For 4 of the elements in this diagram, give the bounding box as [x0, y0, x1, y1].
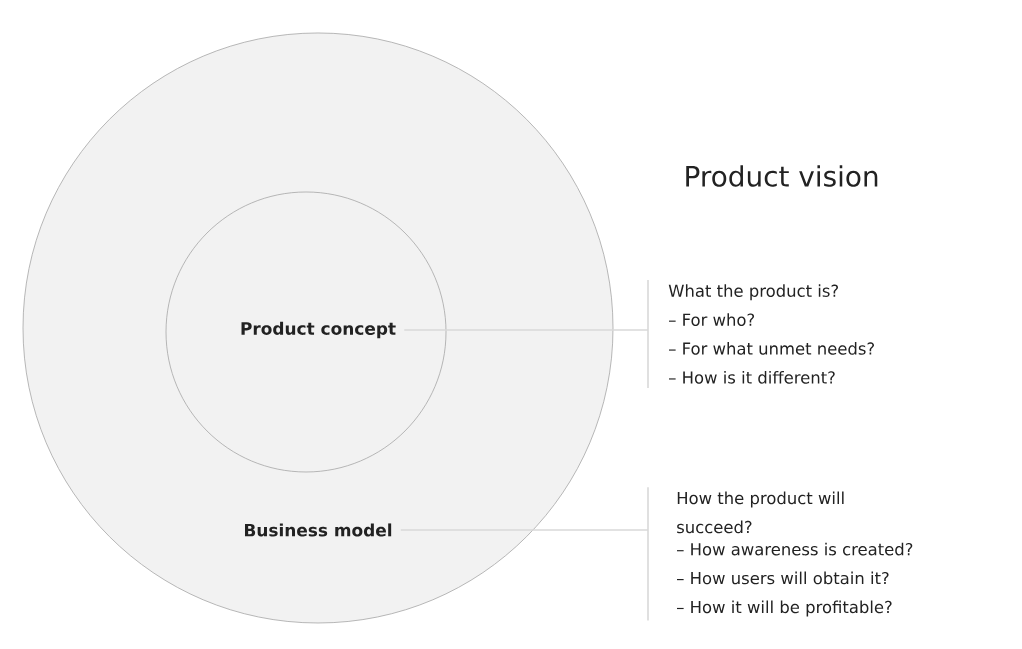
- text-block: How the product will succeed? – How awareness is created? – How users will obtain it? – How it will be profitable?: [647, 486, 913, 622]
- circle-label: Business model: [245, 523, 392, 537]
- text-block: What the product is? – For who? – For what unmet needs? – How is it different?: [647, 279, 874, 389]
- title: Product vision: [686, 165, 878, 187]
